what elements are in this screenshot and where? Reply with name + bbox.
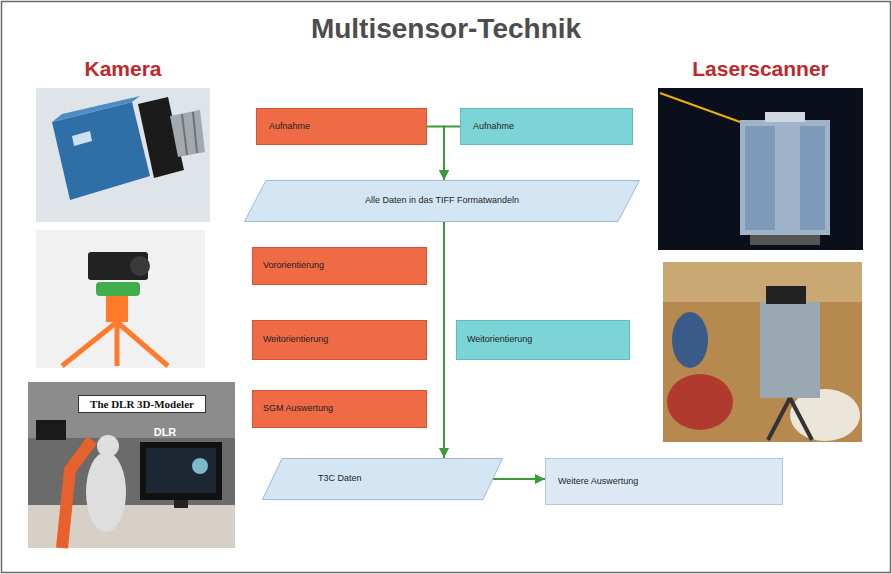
- monitor-stand: [174, 500, 188, 508]
- flow-arrow: [443, 222, 445, 458]
- tripod-leg: [117, 322, 168, 366]
- photo-caption: DLR: [148, 426, 182, 438]
- hand-scanner: [36, 420, 66, 440]
- data-parallelogram: Alle Daten in das TIFF Formatwandeln: [244, 180, 640, 222]
- box-text: Weitere Auswertung: [558, 476, 638, 487]
- lens-ring: [193, 112, 197, 153]
- camera-lens: [170, 110, 205, 157]
- sensor-heading: Laserscanner: [658, 57, 863, 81]
- tripod-leg: [115, 322, 120, 366]
- text-holder: Weitorientierung: [467, 334, 532, 345]
- painting-figure: [672, 312, 708, 368]
- scanner-body: [740, 120, 830, 235]
- text-holder: T3C Daten: [318, 473, 362, 484]
- process-box: Aufnahme: [256, 108, 427, 145]
- screen-image: [192, 458, 208, 474]
- photo-ground: [36, 230, 205, 368]
- box-text: Weitorientierung: [263, 334, 328, 345]
- painting-figure: [667, 374, 733, 430]
- parallelogram-shape: [245, 181, 640, 222]
- parallelogram-outline: [262, 458, 503, 500]
- photo-ground: [28, 382, 235, 548]
- process-box: Weitorientierung: [252, 320, 427, 360]
- box-text: Vororientierung: [263, 260, 324, 271]
- text-holder: Weitorientierung: [263, 334, 328, 345]
- scanner-base: [750, 235, 820, 245]
- scanner-cap: [765, 112, 805, 122]
- text-holder: Aufnahme: [269, 121, 310, 132]
- scanner-panel: [800, 126, 825, 230]
- statue-head: [97, 435, 119, 457]
- data-parallelogram: T3C Daten: [262, 458, 503, 500]
- process-box: Weitorientierung: [456, 320, 630, 360]
- process-box: SGM Auswertung: [252, 390, 427, 428]
- box-text: T3C Daten: [318, 473, 362, 484]
- process-box: Aufnahme: [460, 108, 633, 145]
- statue: [86, 452, 126, 532]
- slide-title: Multisensor-Technik: [0, 13, 892, 45]
- sensor-heading: Kamera: [36, 57, 210, 81]
- monitor-screen: [146, 448, 216, 493]
- painting-ceiling: [663, 262, 862, 302]
- flow-arrow: [444, 127, 460, 181]
- box-text: SGM Auswertung: [263, 403, 333, 414]
- tripod-head: [106, 296, 128, 322]
- camera-lens: [130, 256, 150, 276]
- camera-strap: [96, 282, 140, 296]
- box-text: Aufnahme: [269, 121, 310, 132]
- text-holder: Alle Daten in das TIFF Formatwandeln: [365, 195, 519, 206]
- scanner-panel: [745, 126, 775, 230]
- scanner-body: [760, 302, 820, 398]
- process-box: Vororientierung: [252, 247, 427, 285]
- lens-ring: [182, 114, 187, 155]
- monitor: [140, 442, 222, 500]
- text-holder: SGM Auswertung: [263, 403, 333, 414]
- photo-caption: The DLR 3D-Modeler: [78, 395, 206, 413]
- text-holder: Vororientierung: [263, 260, 324, 271]
- box-text: Alle Daten in das TIFF Formatwandeln: [365, 195, 519, 206]
- process-box: Weitere Auswertung: [545, 458, 783, 505]
- camera-badge: [72, 131, 92, 146]
- box-text: Weitorientierung: [467, 334, 532, 345]
- photo-ground: [36, 88, 210, 222]
- text-holder: Weitere Auswertung: [558, 476, 638, 487]
- tripod-leg: [768, 398, 790, 440]
- camera-top: [52, 96, 140, 122]
- box-text: Aufnahme: [473, 121, 514, 132]
- photo-ground: [663, 262, 862, 442]
- tripod-leg: [62, 322, 117, 366]
- flow-arrow: [493, 478, 545, 480]
- scanner-top: [766, 286, 806, 304]
- tripod-leg: [790, 398, 812, 440]
- text-holder: Aufnahme: [473, 121, 514, 132]
- photo-ground: [658, 88, 863, 250]
- flow-arrow: [427, 127, 444, 181]
- parallelogram-shape: [263, 459, 503, 500]
